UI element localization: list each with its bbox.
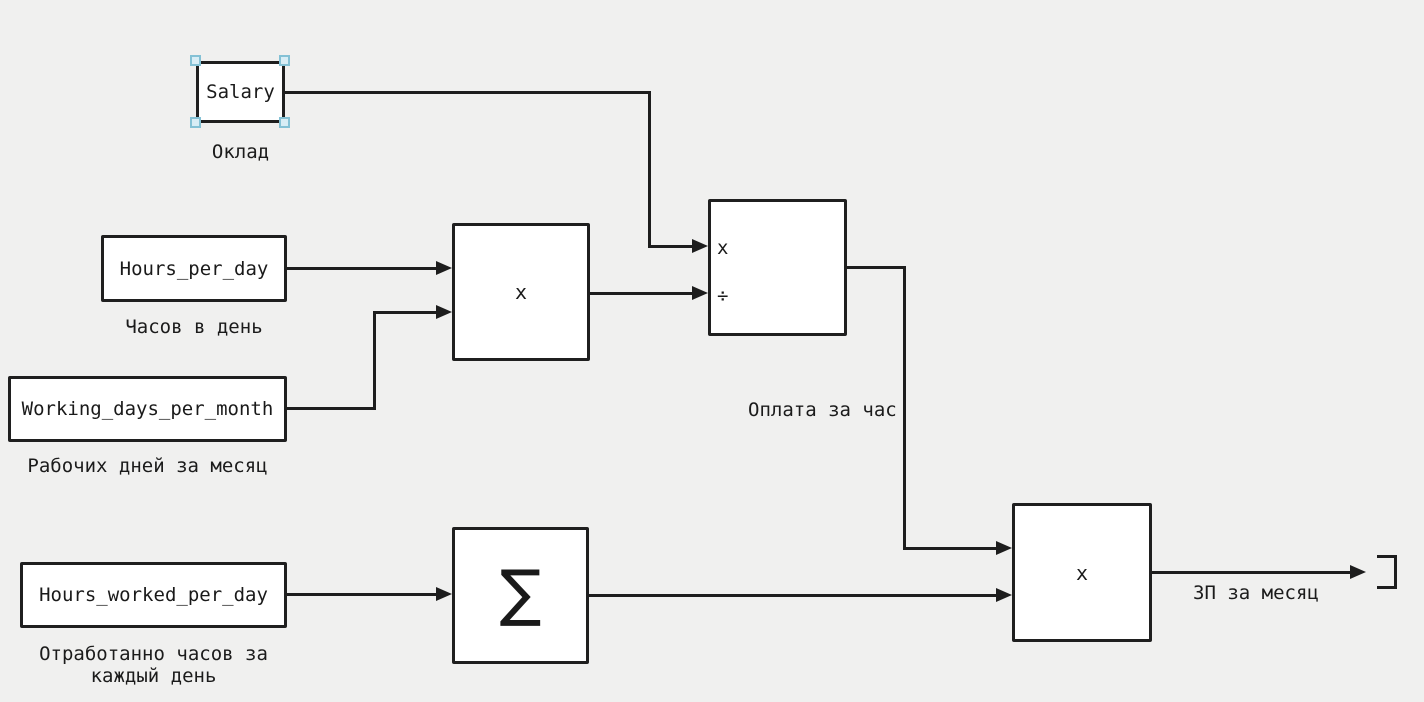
block-sum[interactable]: ∑ [452, 527, 589, 664]
link-sum-to-multiply2-arrowhead[interactable] [996, 588, 1012, 602]
link-sum-to-multiply2-seg1[interactable] [589, 594, 998, 597]
block-working-days-per-month-caption: Рабочих дней за месяц [27, 455, 268, 477]
block-hours-worked-per-day-text: Hours_worked_per_day [39, 584, 268, 606]
block-multiply-1[interactable]: x [452, 223, 590, 361]
block-hours-per-day-caption: Часов в день [125, 316, 263, 338]
link-multiply2-to-output-seg1[interactable] [1152, 571, 1352, 574]
block-hours-worked-per-day-caption: Отработанно часов за каждый день [20, 643, 287, 687]
selection-handle-top-left[interactable] [190, 55, 201, 66]
block-divide[interactable]: x ÷ [708, 199, 847, 336]
caption-line-2: каждый день [90, 665, 217, 687]
link-multiply1-to-divide-arrowhead[interactable] [692, 286, 708, 300]
selection-handle-top-right[interactable] [279, 55, 290, 66]
block-salary-text: Salary [206, 81, 275, 103]
link-divide-to-multiply2-seg2[interactable] [903, 266, 906, 550]
caption-line-1: Отработанно часов за [39, 643, 268, 665]
link-divide-to-multiply2-seg3[interactable] [903, 547, 998, 550]
block-hours-per-day[interactable]: Hours_per_day [101, 235, 287, 302]
output-port-icon[interactable] [1377, 555, 1397, 589]
link-salary-to-divide-seg3[interactable] [648, 245, 694, 248]
link-salary-to-divide-seg2[interactable] [648, 91, 651, 248]
block-salary[interactable]: Salary [196, 61, 285, 123]
block-working-days-per-month[interactable]: Working_days_per_month [8, 376, 287, 442]
multiply-1-symbol: x [514, 280, 528, 304]
link-workingdays-to-multiply1-seg1[interactable] [287, 407, 376, 410]
divide-denominator-symbol: ÷ [717, 285, 729, 307]
sum-symbol: ∑ [499, 556, 542, 629]
link-hoursworked-to-sum-seg1[interactable] [287, 593, 438, 596]
link-hours-to-multiply1-arrowhead[interactable] [436, 261, 452, 275]
multiply-2-symbol: x [1075, 560, 1089, 585]
link-workingdays-to-multiply1-arrowhead[interactable] [436, 305, 452, 319]
link-salary-to-divide-arrowhead[interactable] [692, 239, 708, 253]
link-divide-to-multiply2-arrowhead[interactable] [996, 541, 1012, 555]
link-multiply2-to-output-arrowhead[interactable] [1350, 565, 1366, 579]
block-multiply-2[interactable]: x [1012, 503, 1152, 642]
link-hoursworked-to-sum-arrowhead[interactable] [436, 587, 452, 601]
block-divide-caption: Оплата за час [748, 399, 897, 421]
block-working-days-per-month-text: Working_days_per_month [21, 398, 274, 420]
link-workingdays-to-multiply1-seg3[interactable] [373, 311, 438, 314]
link-hours-to-multiply1-seg1[interactable] [287, 267, 438, 270]
selection-handle-bottom-left[interactable] [190, 117, 201, 128]
link-salary-to-divide-seg1[interactable] [285, 91, 651, 94]
block-hours-per-day-text: Hours_per_day [119, 257, 269, 280]
selection-handle-bottom-right[interactable] [279, 117, 290, 128]
divide-numerator-symbol: x [717, 237, 729, 259]
link-divide-to-multiply2-seg1[interactable] [847, 266, 906, 269]
link-multiply1-to-divide-seg1[interactable] [590, 292, 694, 295]
output-port-caption: ЗП за месяц [1193, 582, 1319, 604]
block-hours-worked-per-day[interactable]: Hours_worked_per_day [20, 562, 287, 628]
link-workingdays-to-multiply1-seg2[interactable] [373, 311, 376, 410]
block-salary-caption: Оклад [211, 141, 270, 163]
